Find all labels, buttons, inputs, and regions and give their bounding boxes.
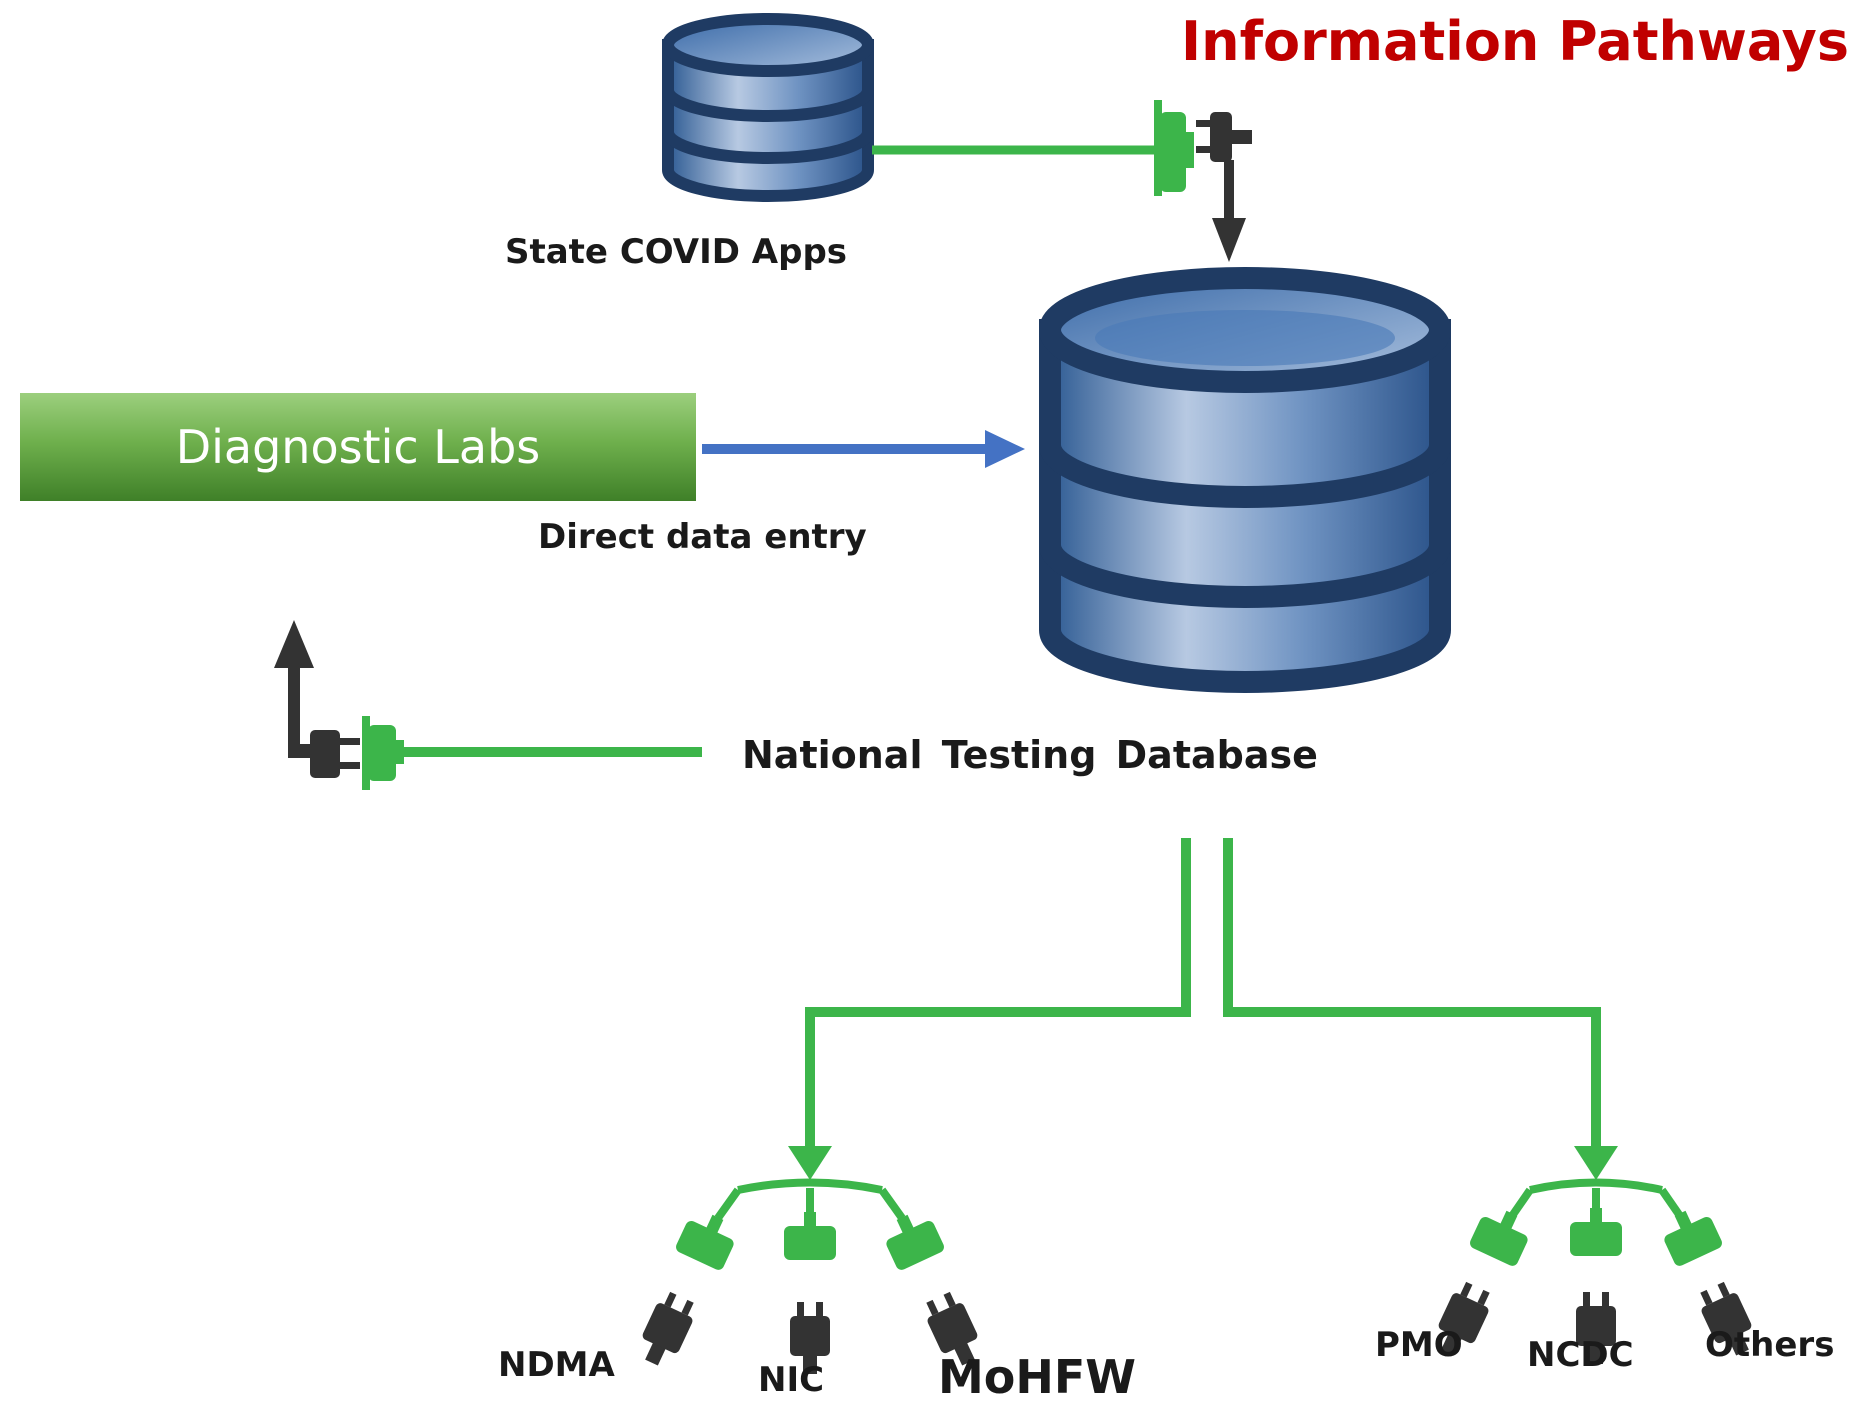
consumer-label-ncdc: NCDC: [1527, 1335, 1634, 1375]
distribution-connector: [788, 838, 1618, 1180]
right-consumer-hub-icon: [1429, 1178, 1761, 1364]
consumer-label-ndma: NDMA: [498, 1345, 615, 1385]
diagnostic-labs-label: Diagnostic Labs: [175, 420, 541, 474]
labs-plug-icon: [274, 620, 360, 778]
direct-entry-arrow: [702, 430, 1025, 468]
consumer-label-pmo: PMO: [1375, 1325, 1463, 1365]
state-apps-connector: [872, 100, 1194, 196]
national-database-icon: [1039, 267, 1451, 693]
labs-return-connector: [362, 716, 702, 790]
consumer-label-mohfw: MoHFW: [938, 1350, 1137, 1404]
left-consumer-hub-icon: [633, 1178, 987, 1374]
diagnostic-labs-box: Diagnostic Labs: [20, 393, 696, 501]
state-apps-label: State COVID Apps: [505, 232, 848, 272]
consumer-label-others: Others: [1705, 1325, 1835, 1365]
state-apps-database-icon: [662, 13, 874, 202]
diagram-title: Information Pathways: [1181, 10, 1849, 73]
state-apps-plug-icon: [1196, 112, 1252, 262]
national-database-label: National Testing Database: [742, 733, 1318, 777]
direct-entry-label: Direct data entry: [538, 517, 867, 557]
consumer-label-nic: NIC: [758, 1360, 825, 1400]
